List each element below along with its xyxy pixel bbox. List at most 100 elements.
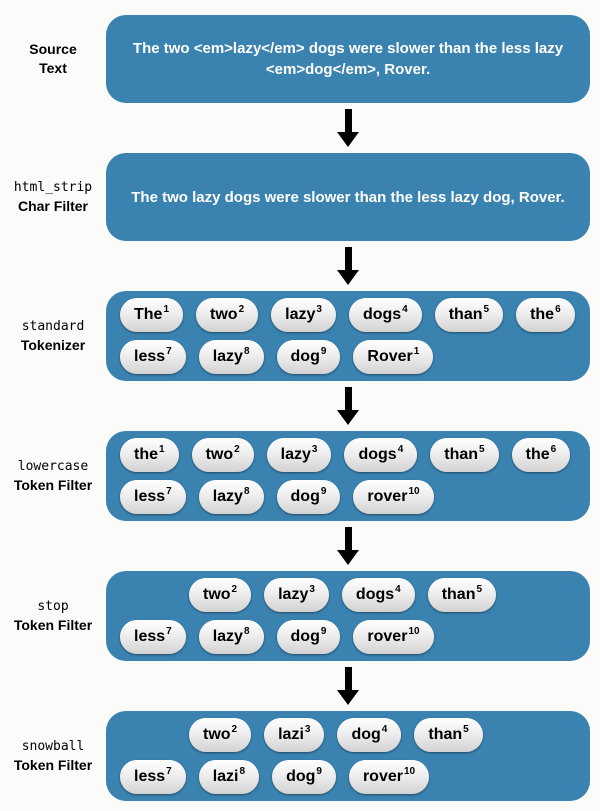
stage-label-line: Token Filter [13,477,93,493]
stage-label-line: html_strip [13,180,93,195]
stage-label-line: lowercase [17,459,89,474]
stage-label-line: Char Filter [17,198,88,214]
token-position-superscript: 5 [479,443,485,455]
token-position-superscript: 3 [309,583,315,595]
token-position-superscript: 10 [403,765,416,777]
source-text-box: The two <em>lazy</em> dogs were slower t… [106,15,590,103]
token-position-superscript: 5 [463,723,469,735]
box-text: The two <em>lazy</em> dogs were slower t… [132,40,564,78]
stage-label-line: Token Filter [13,617,93,633]
token-position-superscript: 7 [166,345,172,357]
arrow-stem [344,247,352,270]
token-text: lazy [212,348,243,365]
token-text: the [134,446,158,463]
token-text: lazi [278,726,304,743]
token-text: two [210,306,238,323]
arrow-head [337,410,359,425]
token-text: less [134,488,166,505]
token-text: Rover [367,348,413,365]
token-text: lazy [212,488,243,505]
token-position-superscript: 6 [555,303,561,315]
stage-label-line: Token Filter [13,757,93,773]
down-arrow-5 [106,661,590,711]
token-text: dog [290,488,320,505]
token-text: The [134,306,163,323]
token-text: dogs [355,586,395,603]
token-position-superscript: 10 [408,625,420,637]
token-text: dogs [358,446,397,463]
token-position-superscript: 9 [320,345,327,357]
arrow-stem [344,387,352,410]
down-arrow-3 [106,381,590,431]
down-arrow-1 [106,103,590,153]
token-text: than [428,726,463,743]
token-position-superscript: 1 [159,443,165,455]
token-position-superscript: 8 [243,625,250,637]
token-position-superscript: 4 [395,583,401,595]
arrow-stem [344,109,352,132]
down-arrow-icon [337,247,359,285]
token-text: dog [290,348,320,365]
token-text: dog [351,726,381,743]
token-text: the [525,446,550,463]
token-position-superscript: 2 [234,443,240,455]
stage-label-line: snowball [21,739,85,754]
token-position-superscript: 10 [408,485,420,497]
token-text: lazy [278,586,309,603]
token-position-superscript: 7 [166,625,172,637]
token-text: than [448,306,483,323]
down-arrow-2 [106,241,590,291]
token-text: the [530,306,555,323]
token-text: less [134,628,166,645]
down-arrow-4 [106,521,590,571]
token-position-superscript: 9 [320,485,327,497]
token-position-superscript: 3 [304,723,311,735]
token-position-superscript: 6 [550,443,557,455]
arrow-stem [344,667,352,690]
token-text: than [441,586,476,603]
token-position-superscript: 9 [316,765,322,777]
token-position-superscript: 7 [166,485,172,497]
token-text: dog [286,768,316,785]
token-text: lazy [285,306,316,323]
down-arrow-icon [337,387,359,425]
token-position-superscript: 2 [238,303,245,315]
